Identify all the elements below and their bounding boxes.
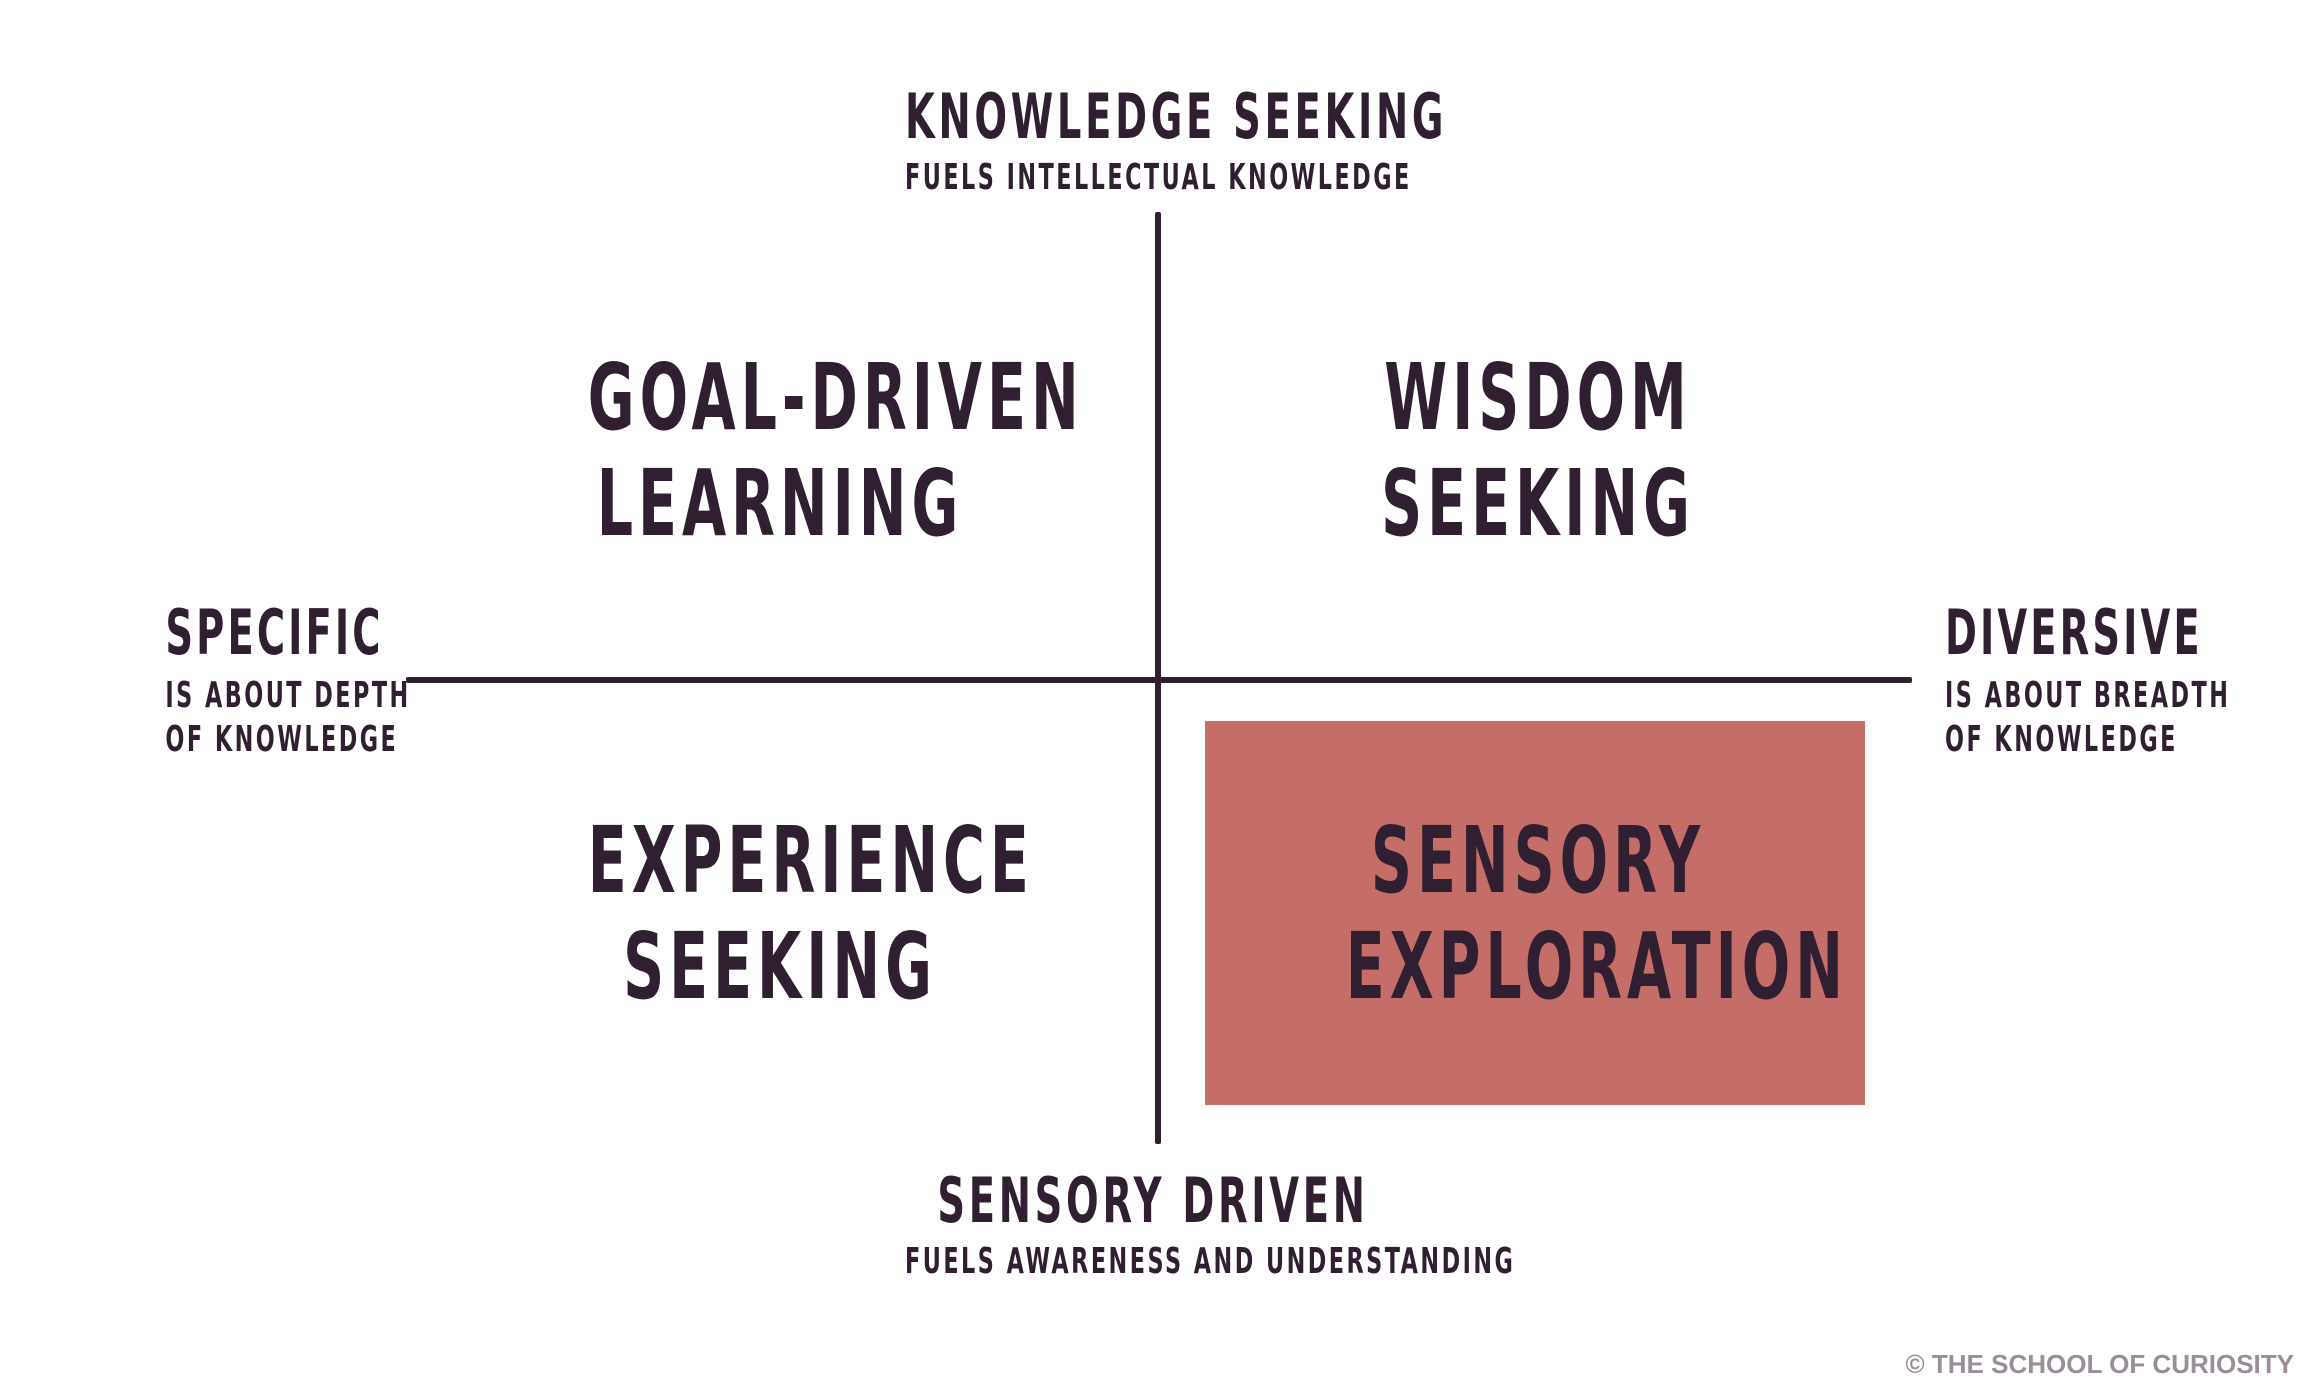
quadrant-label-line1: Sensory [1370,807,1706,914]
axis-label-top: Knowledge Seeking Fuels intellectual kno… [753,86,1553,196]
quadrant-label-line2: Seeking [623,913,937,1020]
quadrant-top-left: Goal-Driven Learning [470,345,1090,557]
quadrant-bottom-right: Sensory Exploration [1228,808,1848,1020]
quadrant-label-line1: Wisdom [1384,344,1692,451]
horizontal-axis-line [406,677,1912,683]
quadrant-label-line2: Seeking [1381,450,1695,557]
quadrant-label-line1: Goal-Driven [587,344,1084,451]
axis-label-bottom: Sensory Driven Fuels awareness and under… [753,1170,1553,1280]
quadrant-bottom-left: Experience Seeking [470,808,1090,1020]
axis-top-subtitle: Fuels intellectual knowledge [905,157,1412,198]
highlighted-quadrant-background [1205,721,1865,1105]
axis-right-subtitle-line1: Is about breadth [1945,675,2231,716]
axis-label-right: Diversive Is about breadth of knowledge [1945,602,2275,762]
axis-right-title: Diversive [1945,596,2203,669]
axis-top-title: Knowledge Seeking [905,80,1448,153]
axis-left-subtitle-line2: of knowledge [165,719,399,760]
axis-left-subtitle-line1: Is about depth [165,675,411,716]
copyright-notice: © THE SCHOOL OF CURIOSITY [1905,1349,2294,1379]
axis-bottom-subtitle: Fuels awareness and understanding [905,1241,1516,1282]
axis-left-title: Specific [165,596,384,669]
quadrant-label-line2: Exploration [1345,913,1848,1020]
quadrant-label-line1: Experience [587,807,1034,914]
axis-bottom-title: Sensory Driven [937,1164,1369,1237]
quadrant-label-line2: Learning [596,450,964,557]
axis-label-left: Specific Is about depth of knowledge [40,596,411,762]
axis-right-subtitle-line2: of knowledge [1945,719,2178,760]
quadrant-top-right: Wisdom Seeking [1228,345,1848,557]
